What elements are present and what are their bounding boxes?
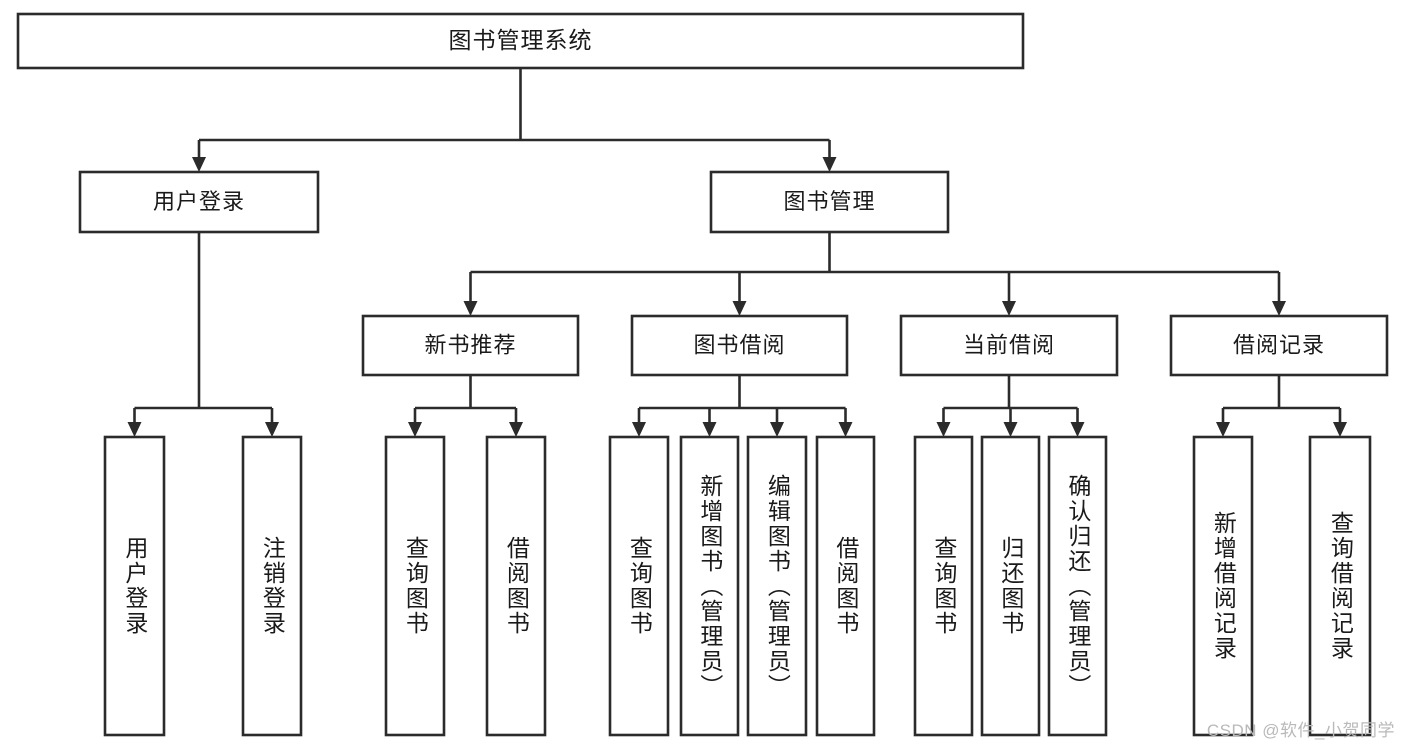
leaf-node-10-rect[interactable] — [1047, 435, 1108, 737]
level3-node-2-rect[interactable] — [899, 314, 1119, 377]
level2-node-0[interactable]: 用户登录 — [78, 170, 320, 234]
level2-node-0-rect[interactable] — [78, 170, 320, 234]
level3-node-3-rect[interactable] — [1169, 314, 1389, 377]
leaf-node-7-rect[interactable] — [815, 435, 876, 737]
book-mgmt-branch-3-head — [1272, 301, 1286, 316]
root-branch-0-head — [192, 157, 206, 172]
leafgroup-1-branch-0-head — [408, 422, 422, 437]
leaf-node-11-rect[interactable] — [1192, 435, 1254, 737]
leaf-node-8-rect[interactable] — [913, 435, 974, 737]
root-branch-1-head — [822, 157, 837, 172]
leafgroup-3-branch-0-head — [936, 422, 951, 437]
watermark-label: CSDN @软件_小贺同学 — [1206, 721, 1395, 740]
leafgroup-4-branch-1-head — [1333, 422, 1347, 437]
leaf-node-1-rect[interactable] — [241, 435, 303, 737]
level3-node-0-label: 新书推荐 — [424, 332, 516, 357]
leaf-node-2-rect[interactable] — [384, 435, 446, 737]
leafgroup-0-branch-0-head — [127, 422, 142, 437]
root-node-label: 图书管理系统 — [449, 27, 593, 53]
level2-node-1[interactable]: 图书管理 — [709, 170, 950, 234]
level3-node-0[interactable]: 新书推荐 — [361, 314, 580, 377]
level3-node-2[interactable]: 当前借阅 — [899, 314, 1119, 377]
level3-node-2-label: 当前借阅 — [963, 332, 1055, 357]
leaf-node-4-rect[interactable] — [608, 435, 670, 737]
leaf-node-3-rect[interactable] — [485, 435, 547, 737]
leafgroup-4-branch-0-head — [1216, 422, 1230, 437]
level3-node-1[interactable]: 图书借阅 — [630, 314, 849, 377]
root-node-rect[interactable] — [16, 12, 1025, 70]
leafgroup-0-branch-1-head — [265, 422, 279, 437]
leafgroup-3-branch-1-head — [1003, 422, 1018, 437]
leaf-node-12-rect[interactable] — [1308, 435, 1372, 737]
root-node[interactable]: 图书管理系统 — [16, 12, 1025, 70]
book-mgmt-branch-0-head — [463, 301, 478, 316]
level3-node-1-rect[interactable] — [630, 314, 849, 377]
leafgroup-2-branch-0-head — [632, 422, 646, 437]
leaf-node-9-rect[interactable] — [980, 435, 1041, 737]
level3-node-3-label: 借阅记录 — [1233, 332, 1325, 357]
leaf-node-0-rect[interactable] — [103, 435, 166, 737]
leafgroup-2-branch-3-head — [838, 422, 853, 437]
level3-node-0-rect[interactable] — [361, 314, 580, 377]
leafgroup-2-branch-1-head — [702, 422, 717, 437]
leaf-node-6-rect[interactable] — [746, 435, 808, 737]
book-mgmt-branch-2-head — [1002, 301, 1016, 316]
level3-node-1-label: 图书借阅 — [693, 332, 785, 357]
level2-node-0-label: 用户登录 — [153, 189, 245, 214]
level3-node-3[interactable]: 借阅记录 — [1169, 314, 1389, 377]
level2-node-1-label: 图书管理 — [783, 189, 875, 214]
leafgroup-1-branch-1-head — [509, 422, 523, 437]
connectors-layer — [127, 68, 1347, 437]
leafgroup-2-branch-2-head — [770, 422, 784, 437]
leafgroup-3-branch-2-head — [1070, 422, 1085, 437]
level2-node-1-rect[interactable] — [709, 170, 950, 234]
leaf-node-5-rect[interactable] — [679, 435, 740, 737]
book-mgmt-branch-1-head — [732, 301, 747, 316]
